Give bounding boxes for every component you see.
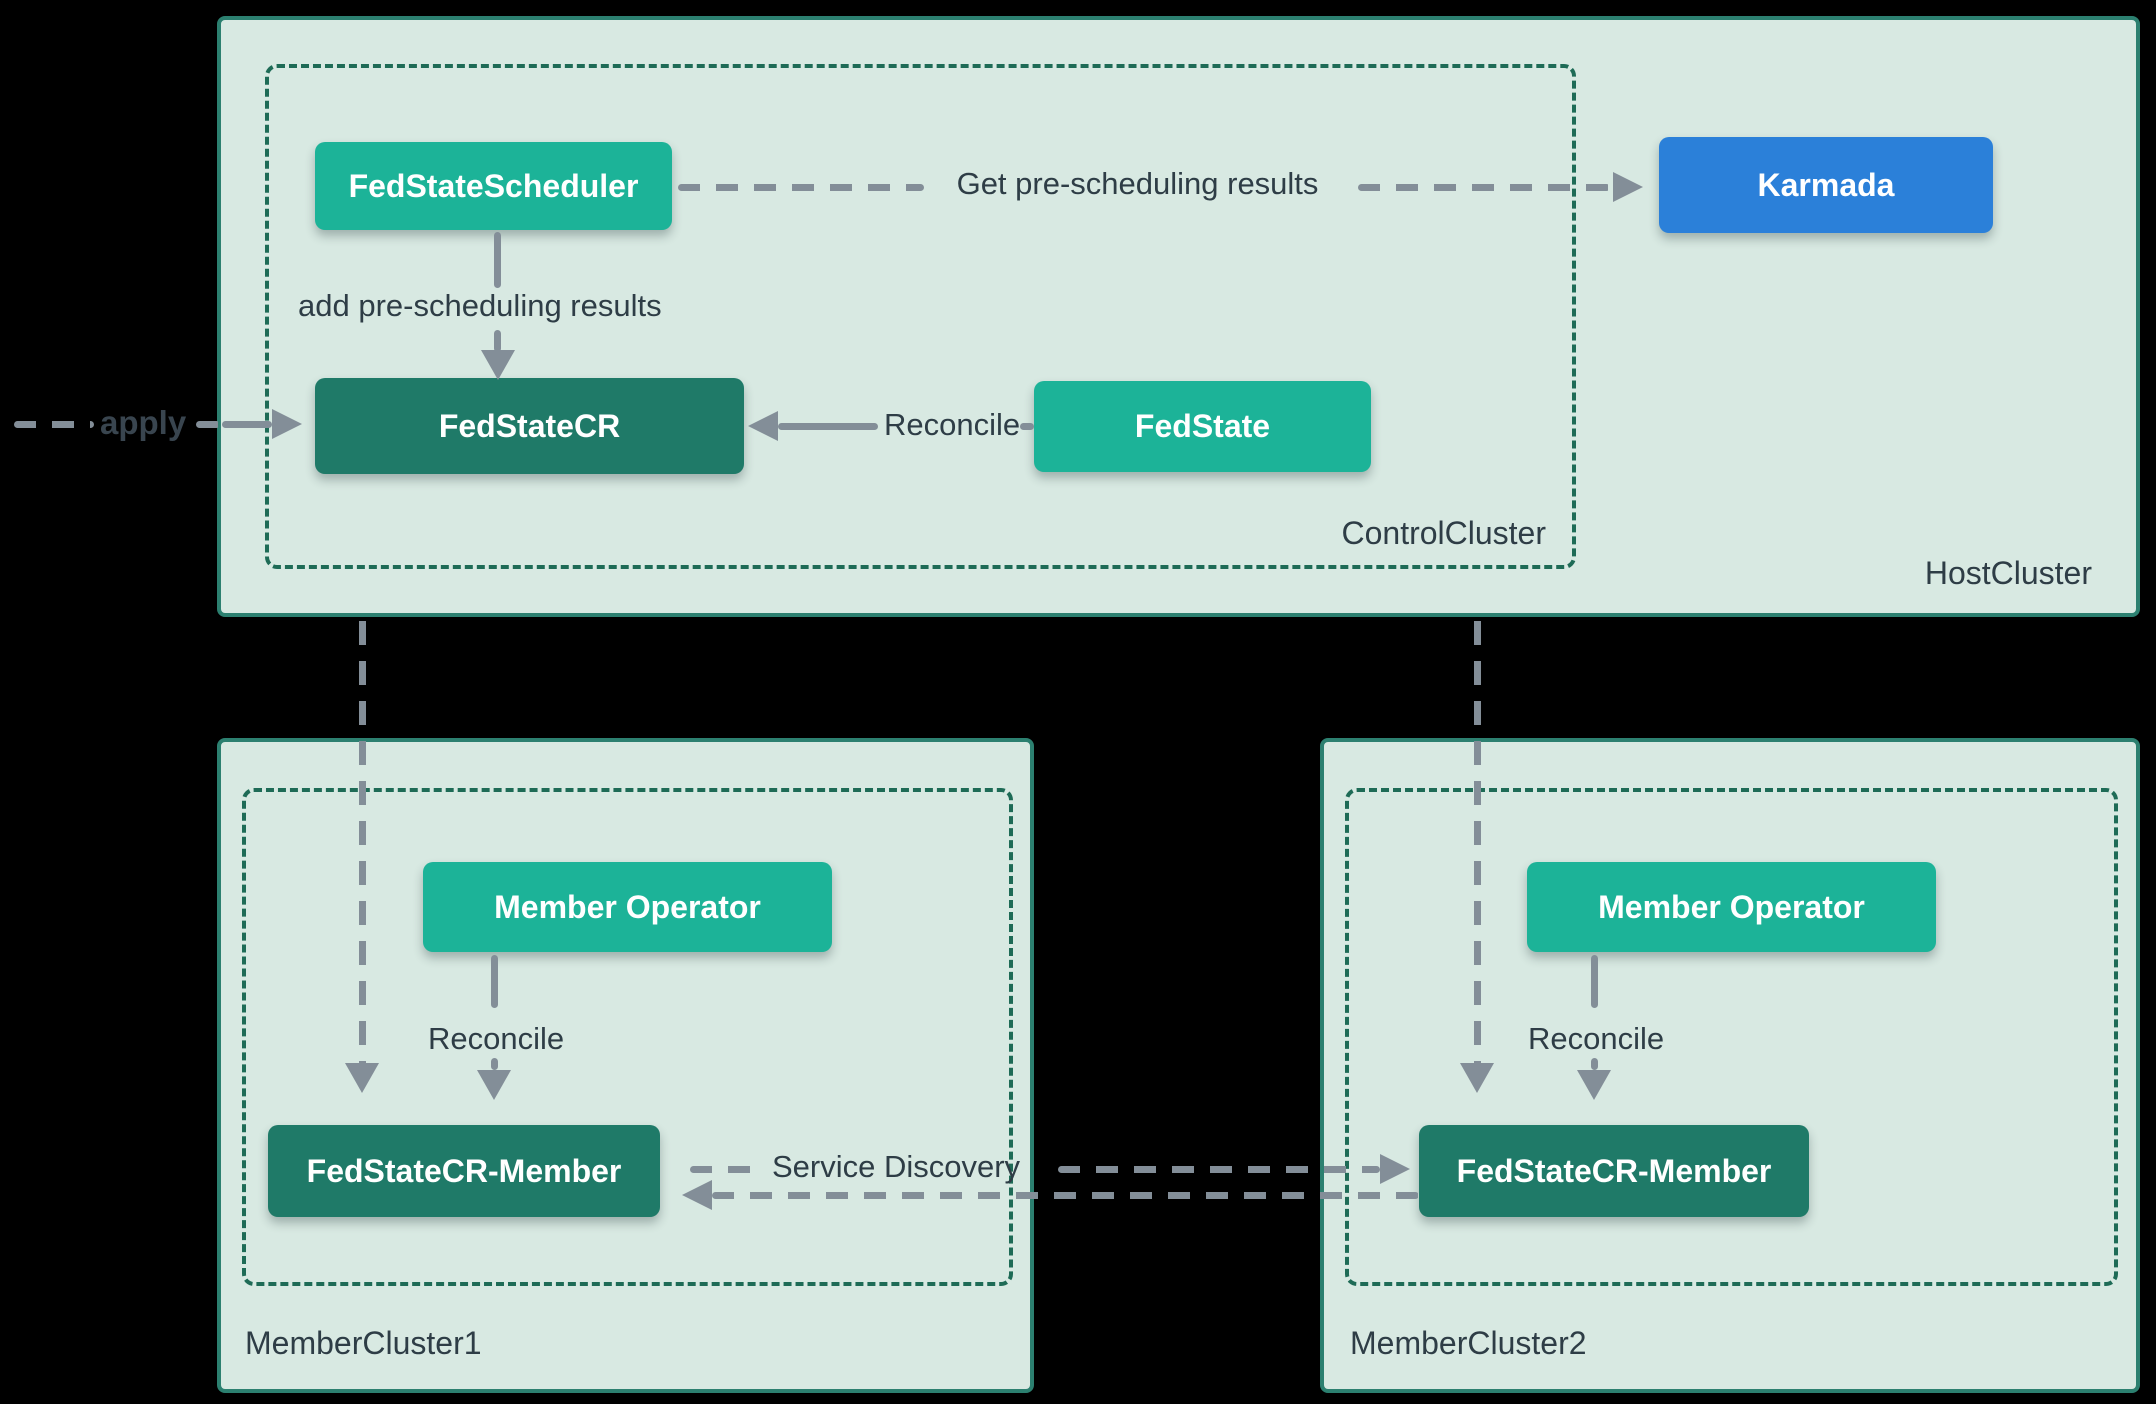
member-cluster-2-label: MemberCluster2 — [1350, 1324, 1587, 1361]
service-discovery-return-line — [712, 1192, 1419, 1199]
member-operator-1-node: Member Operator — [423, 862, 832, 952]
arrow-down-icon — [477, 1070, 511, 1100]
member-operator-2-node: Member Operator — [1527, 862, 1936, 952]
arrow-right-icon — [272, 409, 302, 439]
karmada-node: Karmada — [1659, 137, 1993, 233]
host-cluster-box: HostCluster ControlCluster — [217, 16, 2140, 617]
arrow-left-icon — [748, 411, 778, 441]
apply-line-mid — [196, 421, 220, 428]
arrow-down-icon — [1460, 1063, 1494, 1093]
member1-reconcile-label: Reconcile — [428, 1021, 565, 1056]
member2-reconcile-label: Reconcile — [1528, 1021, 1665, 1056]
fed-state-cr-member-1-node: FedStateCR-Member — [268, 1125, 660, 1217]
arrow-left-icon — [682, 1180, 712, 1210]
get-pre-scheduling-label: Get pre-scheduling results — [956, 166, 1319, 201]
get-pre-scheduling-line-left — [678, 184, 924, 191]
fed-state-cr-member-2-node: FedStateCR-Member — [1419, 1125, 1809, 1217]
fed-state-scheduler-node: FedStateScheduler — [315, 142, 672, 230]
host-cluster-label: HostCluster — [1924, 554, 2092, 591]
add-pre-scheduling-label: add pre-scheduling results — [298, 288, 662, 323]
host-to-member2-line — [1474, 621, 1481, 1065]
fed-state-node: FedState — [1034, 381, 1371, 472]
apply-line-right — [222, 421, 272, 428]
member2-reconcile-line-bottom — [1591, 1058, 1598, 1070]
fed-state-cr-node: FedStateCR — [315, 378, 744, 474]
apply-label: apply — [100, 404, 187, 441]
member-cluster-1-label: MemberCluster1 — [245, 1324, 482, 1361]
get-pre-scheduling-line-right — [1358, 184, 1610, 191]
arrow-down-icon — [481, 350, 515, 380]
member2-reconcile-line-top — [1591, 955, 1598, 1008]
member-cluster-2-box: MemberCluster2 — [1320, 738, 2140, 1393]
control-cluster-box: ControlCluster — [265, 64, 1576, 569]
member1-reconcile-line-bottom — [491, 1058, 498, 1070]
service-discovery-label: Service Discovery — [772, 1149, 1021, 1184]
member-cluster-1-box: MemberCluster1 — [217, 738, 1034, 1393]
member-cluster-1-inner-box — [242, 788, 1013, 1286]
member1-reconcile-line-top — [491, 955, 498, 1008]
service-discovery-line-left — [690, 1166, 766, 1173]
add-pre-scheduling-line-top — [494, 232, 501, 288]
arrow-down-icon — [345, 1063, 379, 1093]
apply-line-left — [14, 421, 94, 428]
control-cluster-label: ControlCluster — [1341, 514, 1546, 551]
host-reconcile-label: Reconcile — [884, 407, 1021, 442]
add-pre-scheduling-line-bottom — [494, 330, 501, 352]
arrow-down-icon — [1577, 1070, 1611, 1100]
arrow-right-icon — [1380, 1154, 1410, 1184]
host-reconcile-line-right — [1020, 423, 1034, 430]
arrow-right-icon — [1613, 172, 1643, 202]
host-reconcile-line-left — [778, 423, 878, 430]
member-cluster-2-inner-box — [1345, 788, 2118, 1286]
host-to-member1-line — [359, 621, 366, 1065]
service-discovery-line-right — [1058, 1166, 1380, 1173]
